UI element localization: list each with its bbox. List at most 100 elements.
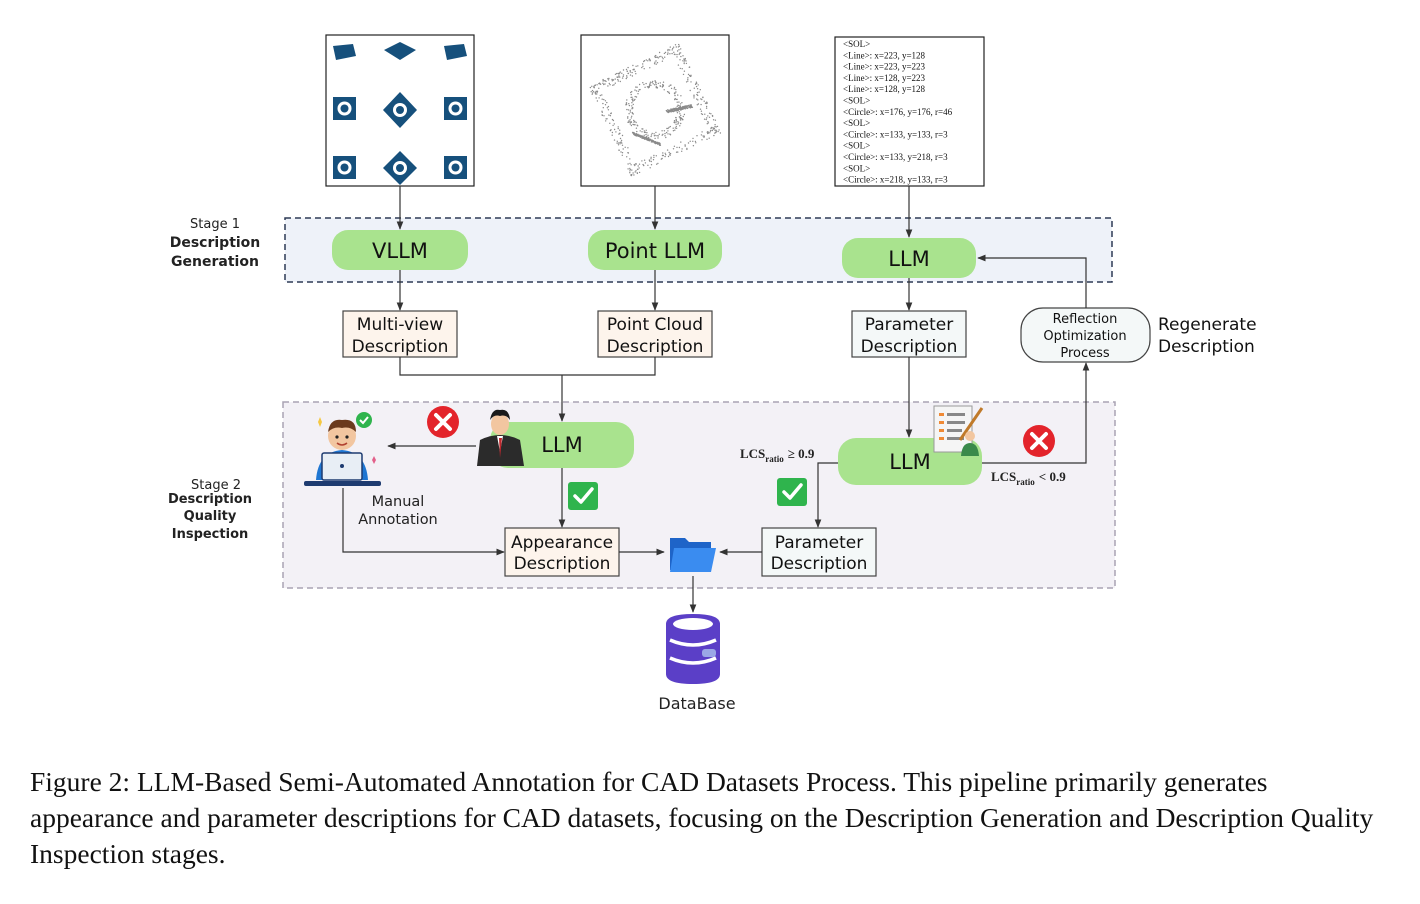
point-cloud-dot xyxy=(655,131,657,134)
point-cloud-dot xyxy=(702,135,704,137)
point-cloud-dot xyxy=(664,155,666,158)
point-cloud-dot xyxy=(716,125,719,128)
point-cloud-dot xyxy=(687,142,690,144)
point-cloud-dot xyxy=(622,75,624,78)
point-cloud-dot xyxy=(631,75,634,77)
point-cloud-dot xyxy=(625,68,628,71)
point-cloud-dot xyxy=(633,164,635,166)
stage2-small-label: Stage 2 xyxy=(191,478,241,493)
point-cloud-dot xyxy=(644,162,647,164)
point-cloud-dot xyxy=(603,115,605,117)
manual-annotation-line2: Annotation xyxy=(358,512,438,528)
point-cloud-dot xyxy=(698,91,700,93)
reflection-line3: Process xyxy=(1060,346,1110,361)
point-cloud-dot xyxy=(650,84,652,87)
point-cloud-dot xyxy=(678,101,680,103)
point-cloud-dot xyxy=(672,46,675,48)
point-cloud-dot xyxy=(599,94,601,97)
point-cloud-dot xyxy=(657,82,659,85)
svg-text:LCSratio< 0.9: LCSratio< 0.9 xyxy=(991,469,1066,487)
svg-text:LCSratio≥ 0.9: LCSratio≥ 0.9 xyxy=(740,446,815,464)
parameter-code-image: <SOL><Line>: x=223, y=128<Line>: x=223, … xyxy=(834,36,985,187)
point-cloud-dot xyxy=(627,152,629,154)
point-cloud-dot xyxy=(675,127,678,129)
point-cloud-dot xyxy=(647,86,650,88)
point-cloud-dot xyxy=(657,162,659,165)
point-cloud-dot xyxy=(666,53,669,55)
point-cloud-dot xyxy=(611,78,613,81)
point-cloud-dot xyxy=(679,103,682,105)
point-cloud-dot xyxy=(645,129,647,131)
point-cloud-dot xyxy=(680,141,682,143)
point-cloud-dot xyxy=(635,73,637,75)
point-cloud-dot xyxy=(619,76,621,78)
point-cloud-dot xyxy=(659,144,661,146)
parameter-desc-bottom-line1: Parameter xyxy=(775,533,863,553)
point-cloud-dot xyxy=(602,102,604,105)
point-cloud-dot xyxy=(625,102,628,105)
point-cloud-dot xyxy=(595,93,597,95)
point-cloud-dot xyxy=(665,154,667,156)
point-cloud-dot xyxy=(601,114,604,117)
point-cloud-dot xyxy=(719,132,722,134)
parameter-description-box-top xyxy=(851,310,967,358)
point-cloud-dot xyxy=(621,77,624,79)
point-cloud-dot xyxy=(602,78,604,81)
point-cloud-dot xyxy=(635,90,638,92)
point-cloud-dot xyxy=(619,143,621,145)
point-cloud-dot xyxy=(629,167,631,170)
point-cloud-dot xyxy=(650,156,652,158)
point-cloud-dot xyxy=(598,87,600,90)
pointcloud-desc-line1: Point Cloud xyxy=(607,315,703,335)
point-cloud-dot xyxy=(647,134,649,136)
point-cloud-dot xyxy=(714,119,717,121)
point-cloud-dot xyxy=(701,113,704,116)
point-cloud-dot xyxy=(655,81,657,84)
point-cloud-dot xyxy=(673,121,675,124)
point-cloud-dot xyxy=(674,127,677,129)
point-cloud-dot xyxy=(601,98,603,100)
point-cloud-dot xyxy=(653,84,656,86)
point-cloud-dot xyxy=(604,83,606,85)
point-cloud-dot xyxy=(686,147,688,150)
point-cloud-dot xyxy=(661,60,664,62)
point-cloud-dot xyxy=(690,81,692,83)
point-cloud-dot xyxy=(647,137,650,140)
point-cloud-dot xyxy=(636,86,638,88)
point-cloud-dot xyxy=(658,51,661,54)
reject-icon-parameter xyxy=(1023,425,1055,457)
database-label: DataBase xyxy=(658,694,735,713)
point-cloud-dot xyxy=(700,110,703,112)
point-cloud-dot xyxy=(626,156,628,158)
point-cloud-dot xyxy=(638,167,640,169)
point-cloud-dot xyxy=(621,154,623,156)
point-cloud-dot xyxy=(703,135,705,137)
point-cloud-dot xyxy=(683,61,685,63)
point-cloud-dot xyxy=(591,92,594,94)
point-cloud-dot xyxy=(607,79,610,81)
point-cloud-dot xyxy=(645,59,647,61)
point-cloud-dot xyxy=(677,122,680,124)
point-cloud-dot xyxy=(678,43,680,46)
point-cloud-dot xyxy=(715,126,717,128)
llm-model-appearance xyxy=(490,422,634,468)
point-cloud-dot xyxy=(710,127,712,130)
checklist-reviewer-icon xyxy=(933,405,984,456)
point-cloud-dot xyxy=(683,58,685,60)
point-cloud-dot xyxy=(655,155,657,157)
point-cloud-dot xyxy=(609,115,612,117)
point-cloud-dot xyxy=(680,48,682,50)
point-cloud-dot xyxy=(638,163,641,165)
point-cloud-dot xyxy=(613,84,615,86)
point-cloud-dot xyxy=(633,174,635,176)
point-cloud-dot xyxy=(631,111,633,114)
point-cloud-dot xyxy=(658,133,660,135)
point-cloud-dot xyxy=(614,73,617,76)
point-cloud-dot xyxy=(615,131,617,133)
point-cloud-dot xyxy=(652,159,655,161)
point-cloud-dot xyxy=(631,107,634,109)
appearance-desc-line1: Appearance xyxy=(511,533,613,553)
point-cloud-dot xyxy=(689,140,691,142)
parameter-description-box-bottom xyxy=(761,527,877,577)
point-cloud-dot xyxy=(671,109,673,111)
